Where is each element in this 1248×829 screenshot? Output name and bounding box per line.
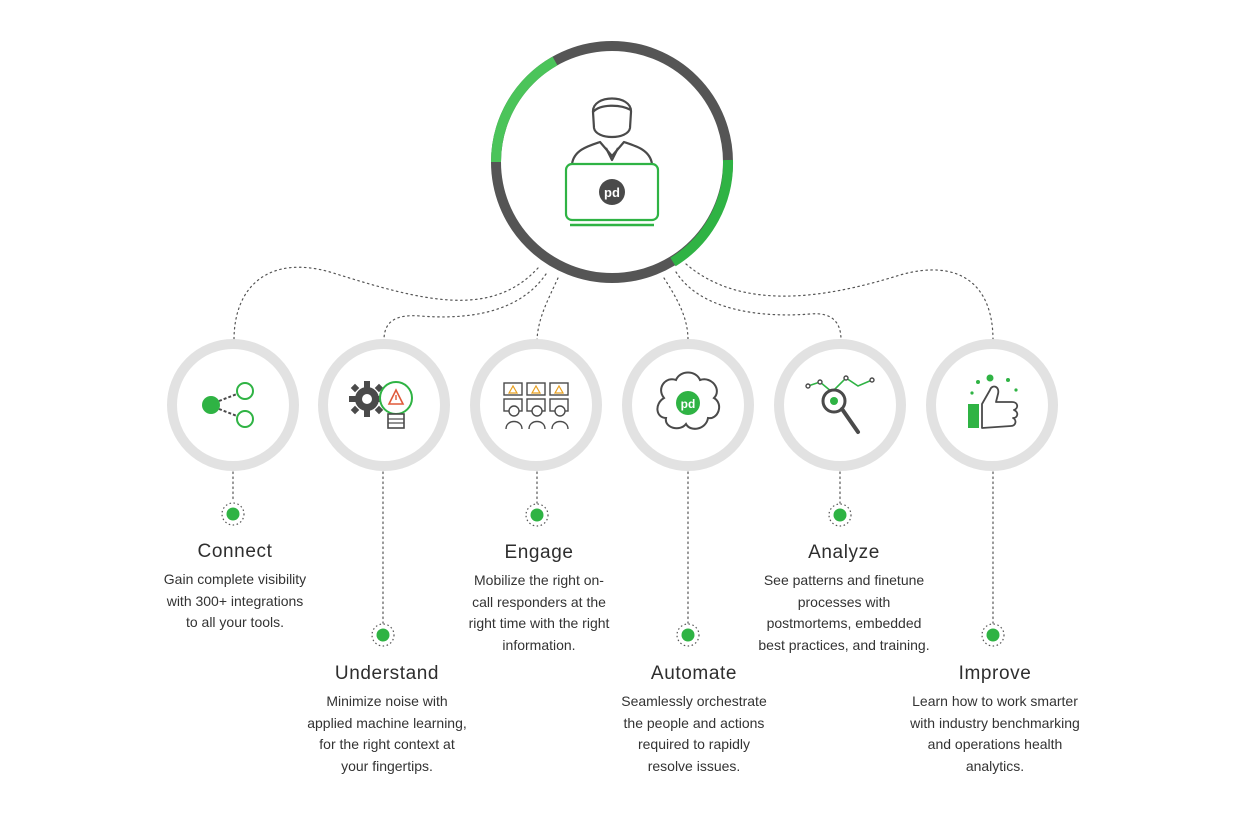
step-engage: Engage Mobilize the right on- call respo… <box>429 542 649 656</box>
dot-engage <box>525 503 549 527</box>
connector-connect <box>233 266 539 341</box>
step-desc-improve: Learn how to work smarter with industry … <box>910 693 1080 774</box>
step-connect: Connect Gain complete visibility with 30… <box>135 541 335 634</box>
step-circle-automate <box>622 339 754 471</box>
responder-team-icon <box>503 382 569 430</box>
step-title-connect: Connect <box>197 541 273 562</box>
gear-lightbulb-icon <box>349 381 413 429</box>
step-circles <box>167 339 1058 471</box>
step-desc-engage: Mobilize the right on- call responders a… <box>468 572 610 653</box>
hub-ring-green-arc-left <box>491 56 558 163</box>
hub-badge-text: pd <box>604 185 620 200</box>
step-desc-analyze: See patterns and finetune processes with… <box>758 572 930 653</box>
network-nodes-icon <box>202 382 254 428</box>
step-desc-connect: Gain complete visibility with 300+ integ… <box>163 571 307 630</box>
step-desc-understand: Minimize noise with applied machine lear… <box>307 693 467 774</box>
step-understand: Understand Minimize noise with applied m… <box>277 663 497 777</box>
dot-analyze <box>828 503 852 527</box>
dot-understand <box>371 623 395 647</box>
dot-automate <box>676 623 700 647</box>
step-automate: Automate Seamlessly orchestrate the peop… <box>584 663 804 777</box>
dot-improve <box>981 623 1005 647</box>
connector-analyze <box>675 271 842 341</box>
step-circle-understand <box>318 339 450 471</box>
automate-badge-text: pd <box>681 397 696 411</box>
connector-automate <box>663 277 689 341</box>
thumbs-up-icon <box>968 374 1019 429</box>
step-title-analyze: Analyze <box>808 542 880 563</box>
hub: pd <box>491 41 734 283</box>
step-dots <box>221 502 1005 647</box>
step-improve: Improve Learn how to work smarter with i… <box>882 663 1108 777</box>
step-circle-connect <box>167 339 299 471</box>
laptop-icon: pd <box>564 162 660 227</box>
step-title-understand: Understand <box>334 663 440 684</box>
step-desc-automate: Seamlessly orchestrate the people and ac… <box>621 693 767 774</box>
brain-icon: pd <box>656 371 721 430</box>
connector-improve <box>685 263 994 341</box>
step-title-automate: Automate <box>650 663 738 684</box>
person-icon <box>570 97 654 165</box>
step-title-improve: Improve <box>958 663 1032 684</box>
magnifier-chart-icon <box>805 375 875 434</box>
connector-understand <box>383 273 547 341</box>
dot-connect <box>221 502 245 526</box>
step-connectors <box>232 471 994 624</box>
step-circle-improve <box>926 339 1058 471</box>
step-circle-engage <box>470 339 602 471</box>
step-circle-analyze <box>774 339 906 471</box>
pd-logo-icon <box>599 179 625 205</box>
hub-ring-green-arc-right <box>670 159 734 267</box>
connector-engage <box>536 277 559 341</box>
step-title-engage: Engage <box>504 542 574 563</box>
step-analyze: Analyze See patterns and finetune proces… <box>734 542 954 656</box>
hub-connectors <box>233 263 994 341</box>
